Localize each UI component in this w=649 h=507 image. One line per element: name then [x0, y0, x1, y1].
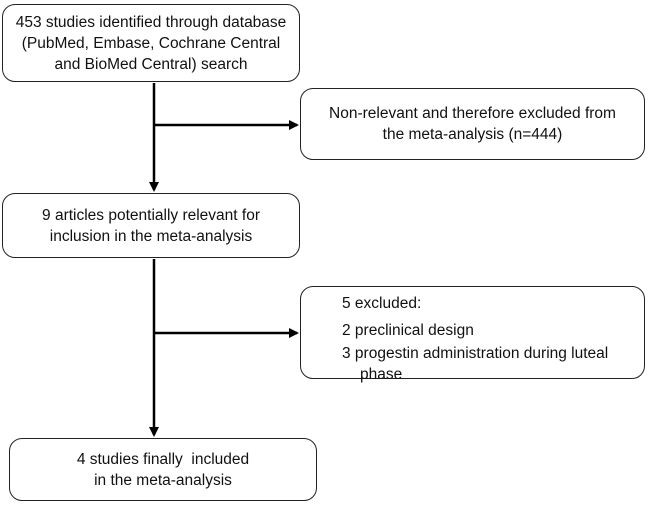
potential-line-2: inclusion in the meta-analysis: [49, 227, 253, 245]
potentially-relevant-box: 9 articles potentially relevant for incl…: [2, 193, 300, 258]
included-line-2: in the meta-analysis: [94, 471, 232, 489]
potential-line-1: 9 articles potentially relevant for: [42, 206, 260, 224]
identified-line-2: (PubMed, Embase, Cochrane Central: [21, 34, 281, 52]
excluded-item-progestin: 3 progestin administration during luteal: [342, 345, 609, 362]
finally-included-box: 4 studies finally included in the meta-a…: [9, 438, 317, 501]
identified-line-3: and BioMed Central) search: [54, 55, 248, 73]
excluded-item-progestin-continuation: phase: [360, 366, 403, 383]
excluded-item-preclinical: 2 preclinical design: [342, 322, 474, 339]
identified-studies-box: 453 studies identified through database …: [2, 4, 300, 82]
nonrelevant-excluded-box: Non-relevant and therefore excluded from…: [300, 88, 645, 160]
nonrelevant-line-1: Non-relevant and therefore excluded from: [329, 105, 616, 122]
nonrelevant-line-2: the meta-analysis (n=444): [382, 126, 563, 143]
excluded-heading: 5 excluded:: [342, 295, 422, 312]
excluded-articles-box: 5 excluded: 2 preclinical design 3 proge…: [300, 286, 645, 383]
identified-line-1: 453 studies identified through database: [15, 13, 287, 31]
included-line-1: 4 studies finally included: [76, 450, 250, 468]
